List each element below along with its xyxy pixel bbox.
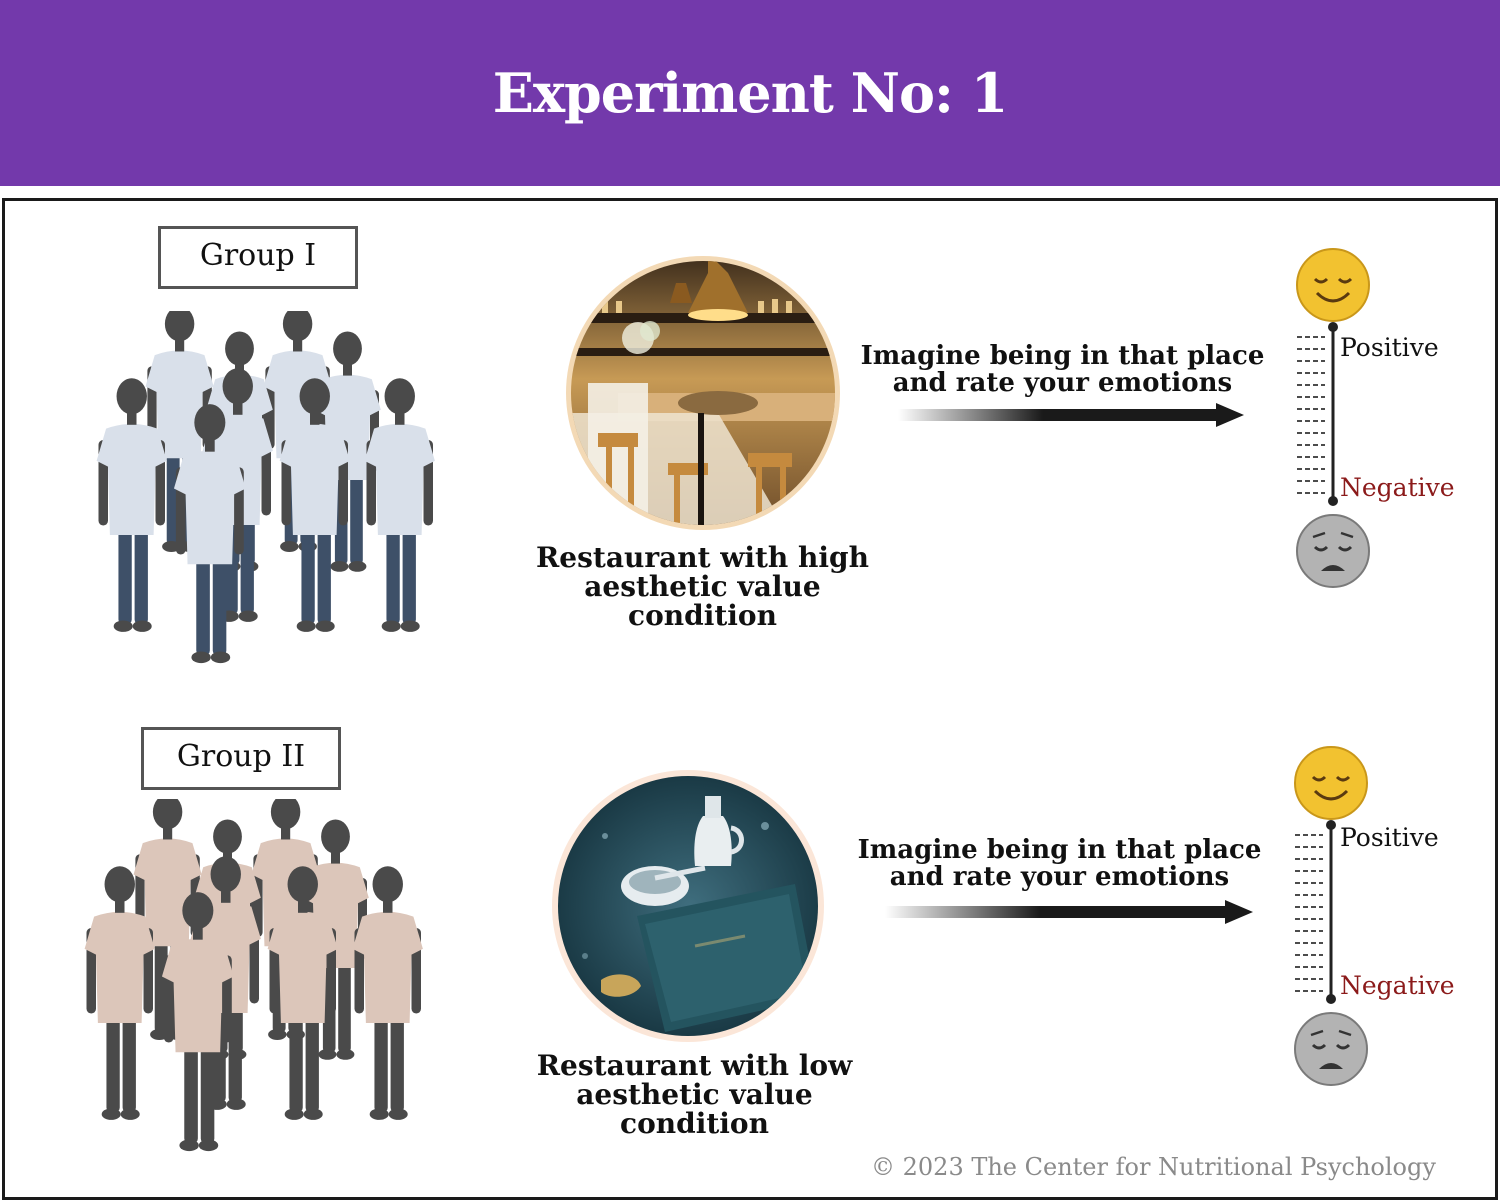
group-2-condition-caption: Restaurant with low aesthetic value cond… [517, 1051, 872, 1138]
group-1-condition-caption: Restaurant with high aesthetic value con… [525, 543, 880, 630]
group-1-emotion-scale [1296, 248, 1370, 588]
instruction-line: Imagine being in that place [857, 835, 1262, 865]
caption-line: aesthetic value [576, 1078, 813, 1111]
caption-line: Restaurant with high [536, 541, 869, 574]
copyright-notice: © 2023 The Center for Nutritional Psycho… [871, 1153, 1436, 1181]
group-1-people-illustration [96, 311, 435, 664]
page-title: Experiment No: 1 [492, 61, 1009, 125]
restaurant-high-aesthetic-photo [566, 256, 840, 530]
caption-line: condition [620, 1107, 769, 1140]
group-1-arrow [898, 403, 1244, 427]
group-2-instruction: Imagine being in that place and rate you… [857, 837, 1262, 891]
instruction-line: Imagine being in that place [860, 341, 1265, 371]
group-2-positive-label: Positive [1340, 823, 1439, 852]
caption-line: condition [628, 599, 777, 632]
group-2-label: Group II [141, 727, 341, 790]
group-1-instruction: Imagine being in that place and rate you… [860, 343, 1265, 397]
caption-line: Restaurant with low [536, 1049, 853, 1082]
group-2-arrow [885, 900, 1253, 924]
group-1-negative-label: Negative [1340, 473, 1455, 502]
group-2-emotion-scale [1294, 746, 1368, 1086]
caption-line: aesthetic value [584, 570, 821, 603]
experiment-panel: Group I [2, 198, 1498, 1200]
title-banner: Experiment No: 1 [0, 0, 1500, 186]
group-1-label: Group I [158, 226, 358, 289]
instruction-line: and rate your emotions [889, 862, 1230, 892]
instruction-line: and rate your emotions [892, 368, 1233, 398]
group-1-positive-label: Positive [1340, 333, 1439, 362]
restaurant-low-aesthetic-photo [552, 770, 824, 1042]
group-2-people-illustration [84, 799, 423, 1152]
group-2-negative-label: Negative [1340, 971, 1455, 1000]
